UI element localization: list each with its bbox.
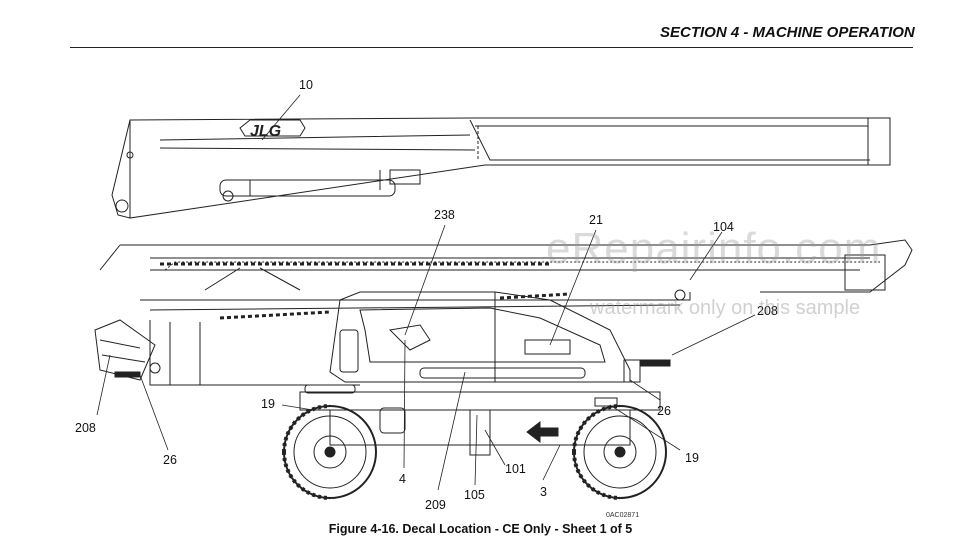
callout-19-right: 19 — [685, 451, 699, 465]
figure-caption: Figure 4-16. Decal Location - CE Only - … — [328, 522, 633, 536]
callout-3: 3 — [540, 485, 547, 499]
main-boom — [94, 239, 913, 386]
leader-lines — [96, 94, 756, 491]
drawing-number: 0AC02871 — [606, 512, 640, 519]
chassis — [282, 384, 667, 500]
upper-boom: JLG — [111, 117, 891, 219]
watermark-site: eRepairinfo.com — [546, 224, 882, 273]
callout-238: 238 — [434, 208, 455, 222]
callout-10: 10 — [299, 78, 313, 92]
callout-104: 104 — [713, 220, 734, 234]
callout-105: 105 — [464, 488, 485, 502]
callout-101: 101 — [505, 462, 526, 476]
callout-208-right: 208 — [757, 304, 778, 318]
turntable — [329, 291, 671, 383]
callout-21: 21 — [589, 213, 603, 227]
header-rule — [70, 47, 913, 48]
section-title: SECTION 4 - MACHINE OPERATION — [660, 24, 915, 41]
callout-26-right: 26 — [657, 404, 671, 418]
callout-209: 209 — [425, 498, 446, 512]
callout-4: 4 — [399, 472, 406, 486]
svg-text:JLG: JLG — [250, 123, 281, 140]
callout-19-left: 19 — [261, 397, 275, 411]
watermark-note: watermark only on this sample — [590, 297, 861, 319]
callout-26-left: 26 — [163, 453, 177, 467]
callout-208-left: 208 — [75, 421, 96, 435]
